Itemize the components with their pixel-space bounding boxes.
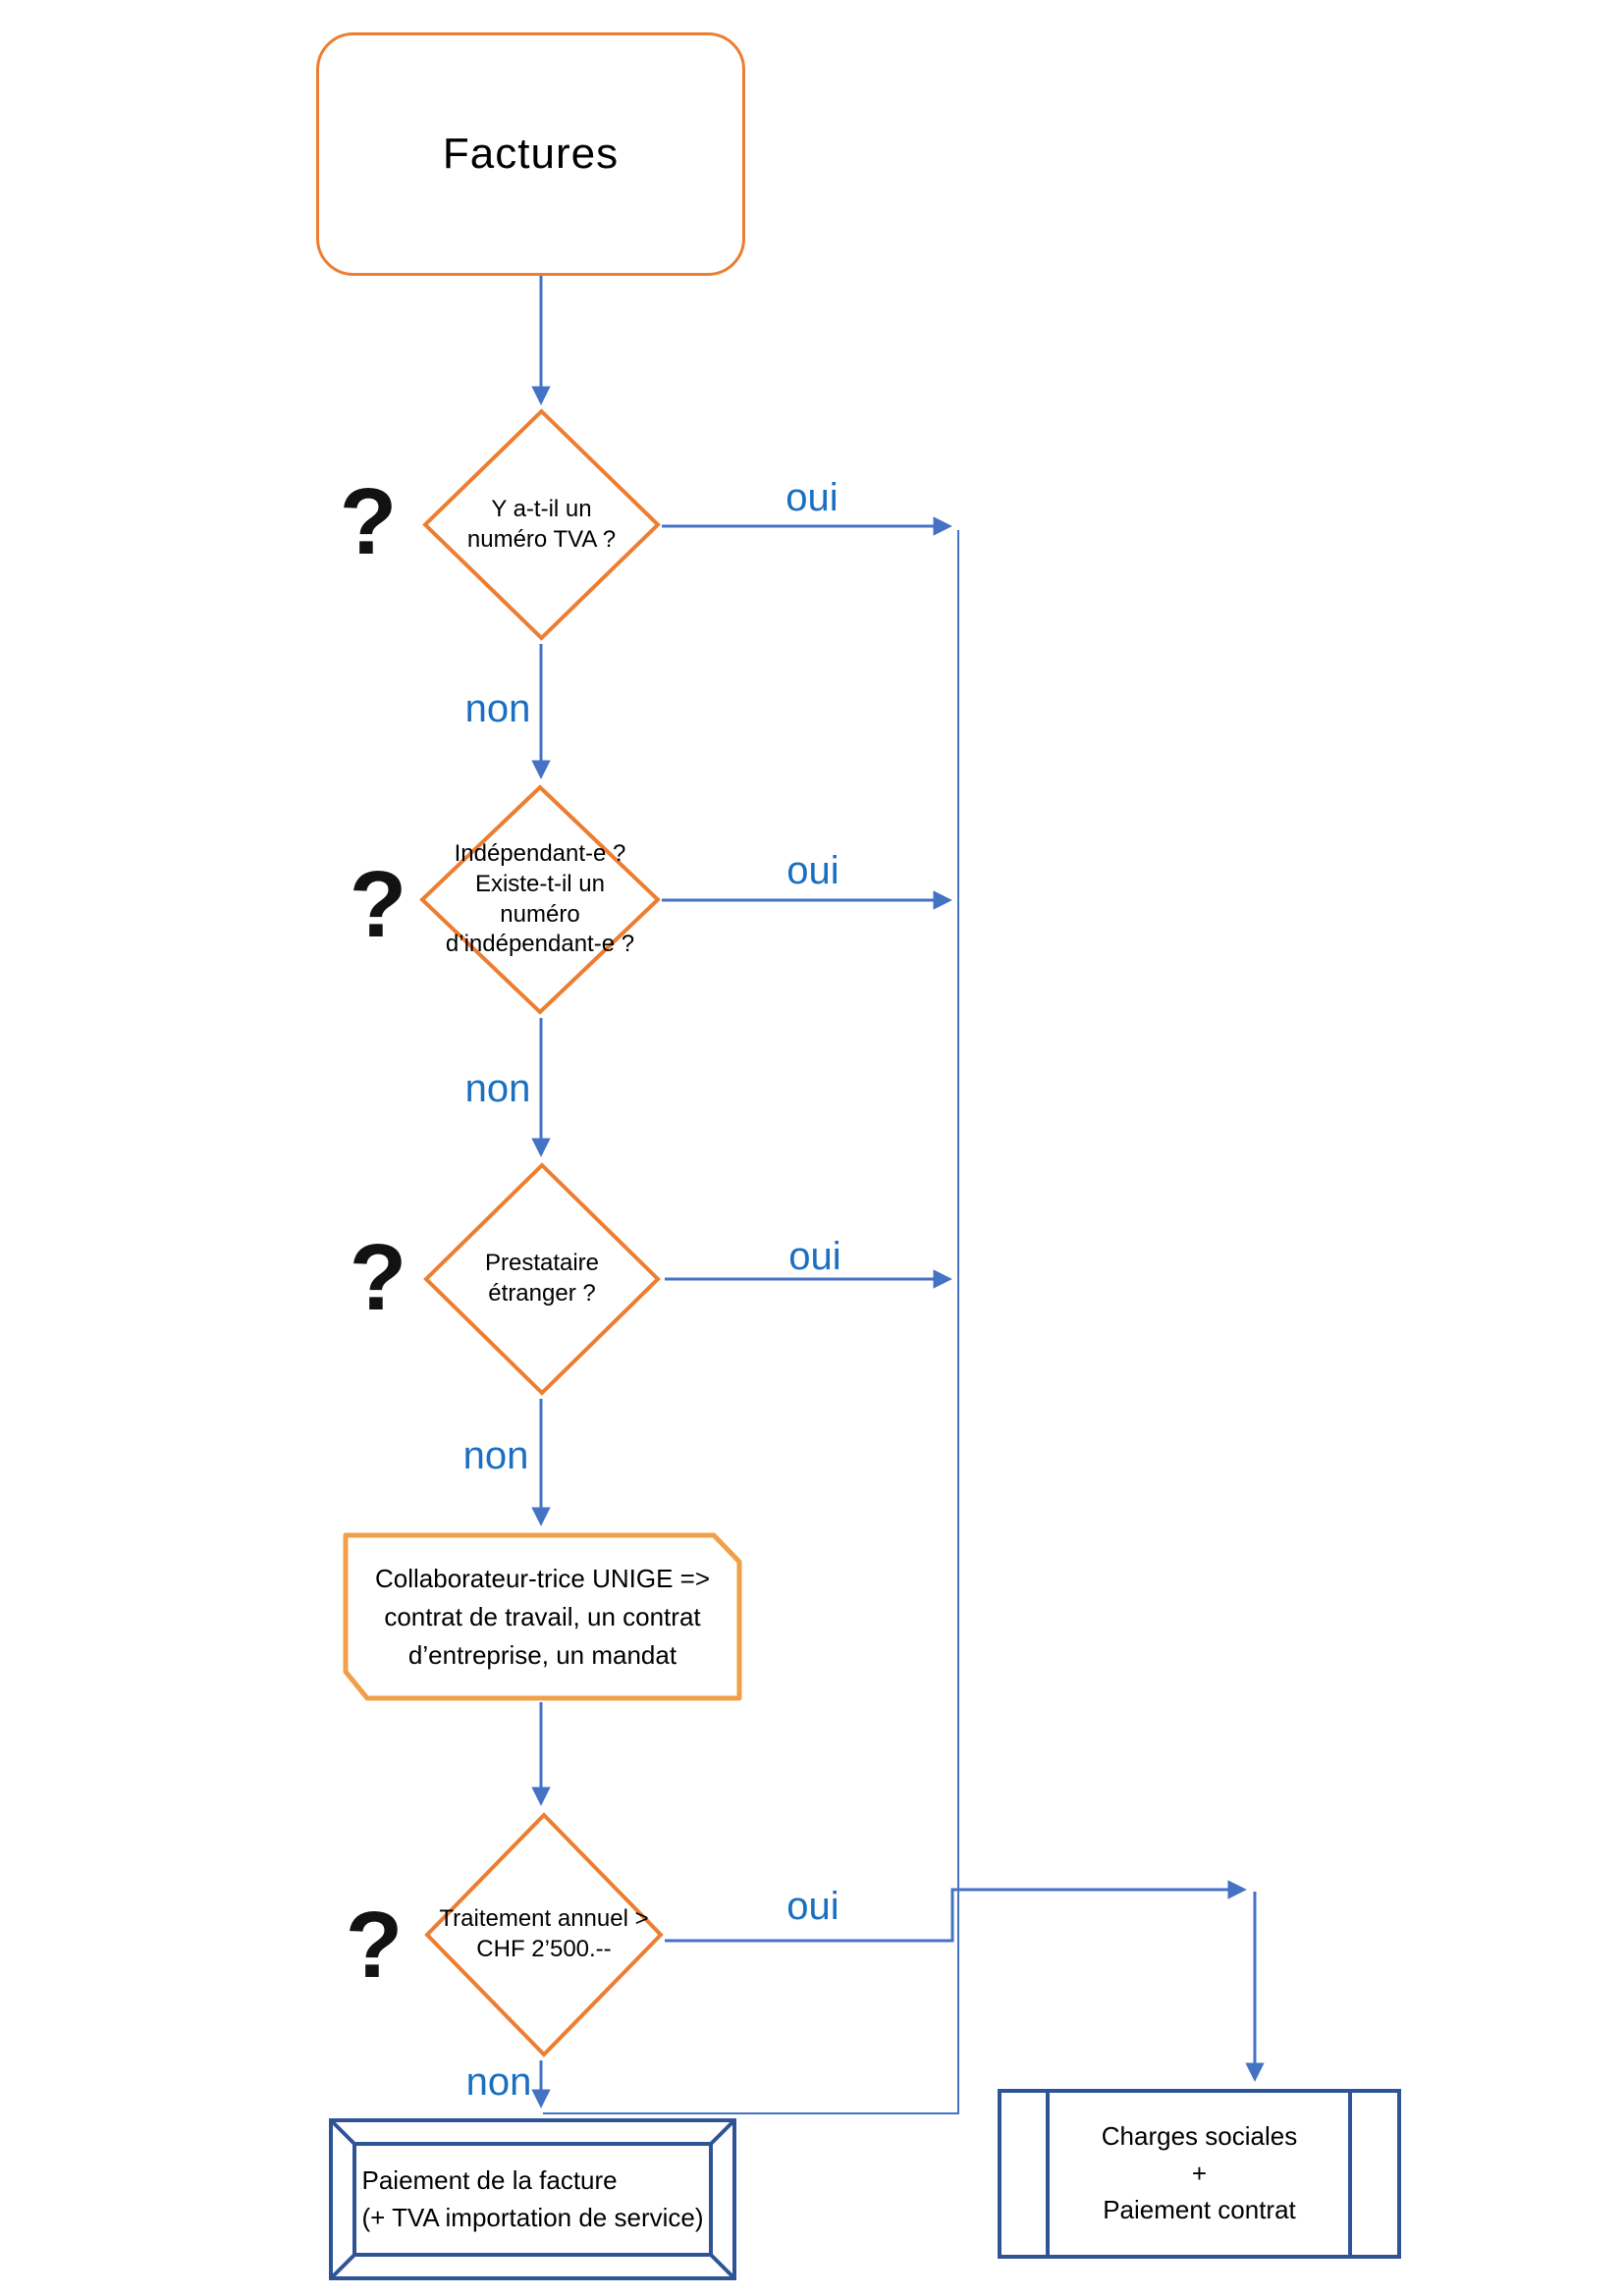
decision-traitement-label: Traitement annuel > CHF 2’500.-- — [439, 1905, 649, 1962]
diamond-outline — [422, 408, 661, 641]
snip-rect-outline — [343, 1532, 742, 1701]
connector-oui-collector — [543, 530, 959, 2114]
label-oui-3: oui — [788, 1235, 841, 1278]
question-mark-4: ? — [345, 1893, 404, 1998]
decision-etranger-label: Prestataire étranger ? — [484, 1250, 600, 1307]
question-mark-1: ? — [339, 469, 398, 574]
bevel-corner-line — [331, 2120, 358, 2148]
diamond-outline — [423, 1162, 661, 1396]
question-mark-2: ? — [349, 852, 407, 957]
process-outline — [998, 2089, 1401, 2259]
charges-sociales-label: Charges sociales + Paiement contrat — [1101, 2120, 1298, 2225]
diamond-outline — [424, 1812, 664, 2057]
bevel-corner-line — [331, 2251, 358, 2278]
node-paiement-facture: Paiement de la facture (+ TVA importatio… — [329, 2118, 736, 2280]
node-decision-independant: Indépendant-e ? Existe-t-il un numéro d’… — [419, 784, 661, 1015]
node-collaborateur-unige: Collaborateur-trice UNIGE => contrat de … — [343, 1532, 742, 1701]
label-oui-1: oui — [785, 476, 839, 519]
paiement-facture-label: Paiement de la facture (+ TVA importatio… — [361, 2164, 704, 2232]
bevel-corner-line — [707, 2120, 734, 2148]
question-mark-3: ? — [349, 1225, 407, 1330]
label-oui-4: oui — [786, 1885, 839, 1928]
connector-oui-4 — [665, 1880, 1247, 1943]
node-start-factures: Factures — [316, 32, 745, 276]
collaborateur-unige-label: Collaborateur-trice UNIGE => contrat de … — [374, 1563, 711, 1670]
start-label: Factures — [442, 130, 620, 178]
label-non-3: non — [462, 1434, 529, 1477]
bevel-inner-frame — [352, 2142, 713, 2257]
label-non-2: non — [464, 1067, 531, 1110]
diamond-outline — [419, 784, 661, 1015]
label-oui-2: oui — [786, 849, 839, 892]
node-charges-sociales: Charges sociales + Paiement contrat — [998, 2089, 1401, 2259]
node-decision-etranger: Prestataire étranger ? — [423, 1162, 661, 1396]
node-decision-traitement: Traitement annuel > CHF 2’500.-- — [424, 1812, 664, 2057]
decision-independant-label: Indépendant-e ? Existe-t-il un numéro d’… — [445, 840, 635, 958]
label-non-4: non — [465, 2060, 532, 2104]
bevel-corner-line — [707, 2251, 734, 2278]
decision-tva-label: Y a-t-il un numéro TVA ? — [466, 495, 617, 553]
node-decision-tva: Y a-t-il un numéro TVA ? — [422, 408, 661, 641]
label-non-1: non — [464, 687, 531, 730]
